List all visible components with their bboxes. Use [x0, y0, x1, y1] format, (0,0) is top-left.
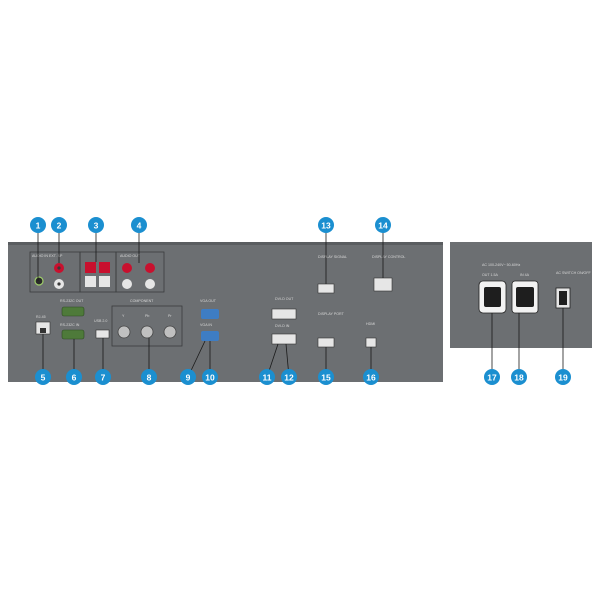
display-control-label: DISPLAY CONTROL	[372, 255, 405, 259]
callout-number-4: 4	[137, 221, 142, 231]
component-pb-label: Pb	[145, 314, 149, 318]
audio-out-white-2[interactable]	[145, 279, 155, 289]
callout-number-2: 2	[57, 221, 62, 231]
dvid-in-label: DVI-D IN	[275, 324, 290, 328]
audio-in-label: AUDIO IN	[32, 254, 48, 258]
callout-badge-12	[281, 369, 297, 385]
vga-out-label: VGA OUT	[200, 299, 217, 303]
callout-badge-10	[202, 369, 218, 385]
audio-out-white-1[interactable]	[122, 279, 132, 289]
audio-out-red-2[interactable]	[145, 263, 155, 273]
ac-in-label: IN 4A	[520, 273, 530, 277]
callout-badge-18	[511, 369, 527, 385]
callout-number-9: 9	[186, 373, 191, 383]
ac-inlet-in-socket	[516, 287, 534, 307]
component-y-label: Y	[122, 314, 125, 318]
callout-number-1: 1	[36, 221, 41, 231]
dvid-out-label: DVI-D OUT	[275, 297, 294, 301]
callout-badge-5	[35, 369, 51, 385]
callout-number-19: 19	[558, 373, 568, 383]
rs232c-in-port[interactable]	[61, 329, 85, 340]
component-frame	[111, 305, 183, 347]
dp-out-port[interactable]	[317, 283, 335, 294]
hdmi-label: HDMI	[366, 322, 375, 326]
component-pb-port[interactable]	[140, 325, 154, 339]
component-pr-port[interactable]	[163, 325, 177, 339]
rca-white-port-center	[57, 282, 61, 286]
callout-badge-9	[180, 369, 196, 385]
callout-badge-14	[375, 217, 391, 233]
callout-number-12: 12	[284, 373, 294, 383]
audio-out-frame	[115, 251, 165, 293]
speaker-terminal-red-r[interactable]	[99, 262, 110, 273]
callout-number-18: 18	[514, 373, 524, 383]
callout-number-13: 13	[321, 221, 331, 231]
rj45-label: RJ-45	[36, 315, 46, 319]
callout-badge-3	[88, 217, 104, 233]
component-pr-label: Pr	[168, 314, 172, 318]
callout-number-10: 10	[205, 373, 215, 383]
ac-rating-label: AC 100-240V~ 50-60Hz	[482, 263, 520, 267]
callout-badge-6	[66, 369, 82, 385]
ac-out-label: OUT 1.5A	[482, 273, 499, 277]
hdmi-port[interactable]	[365, 337, 377, 348]
dp-out-label: DISPLAY SIGNAL	[318, 255, 347, 259]
rs232c-out-port[interactable]	[61, 306, 85, 317]
callout-number-16: 16	[366, 373, 376, 383]
callout-number-17: 17	[487, 373, 497, 383]
rj45-port-slot	[40, 328, 46, 333]
callout-badge-7	[95, 369, 111, 385]
dp-in-port[interactable]	[317, 337, 335, 348]
dvid-in-port[interactable]	[271, 333, 297, 345]
callout-number-11: 11	[263, 373, 272, 383]
ac-outlet-out-socket	[484, 287, 501, 307]
callout-number-8: 8	[147, 373, 152, 383]
callout-number-6: 6	[72, 373, 77, 383]
callout-number-15: 15	[321, 373, 331, 383]
callout-badge-1	[30, 217, 46, 233]
ext-sp-label: EXT. SP	[49, 254, 63, 258]
display-control-port[interactable]	[373, 277, 393, 292]
callout-number-7: 7	[101, 373, 106, 383]
callout-badge-19	[555, 369, 571, 385]
component-label: COMPONENT	[130, 299, 154, 303]
rca-red-port-center	[57, 266, 61, 270]
vga-out-port[interactable]	[201, 309, 219, 319]
callout-number-3: 3	[94, 221, 99, 231]
ac-switch-label: AC SWITCH ON/OFF	[556, 271, 592, 275]
audio-out-label: AUDIO OUT	[120, 254, 141, 258]
callout-badge-8	[141, 369, 157, 385]
main-panel-edge	[8, 242, 443, 245]
callout-badge-2	[51, 217, 67, 233]
callout-badge-16	[363, 369, 379, 385]
callout-badge-4	[131, 217, 147, 233]
dvid-out-port[interactable]	[271, 308, 297, 320]
dp-in-label: DISPLAY PORT	[318, 312, 345, 316]
callout-badge-17	[484, 369, 500, 385]
audio-out-red-1[interactable]	[122, 263, 132, 273]
speaker-terminal-white-l[interactable]	[85, 276, 96, 287]
callout-badge-11	[259, 369, 275, 385]
vga-in-port[interactable]	[201, 331, 219, 341]
vga-in-label: VGA IN	[200, 323, 212, 327]
ac-switch-rocker	[559, 291, 567, 305]
rs232c-out-label: RS-232C OUT	[60, 299, 84, 303]
callout-number-14: 14	[378, 221, 388, 231]
component-y-port[interactable]	[117, 325, 131, 339]
callout-badge-15	[318, 369, 334, 385]
usb-port[interactable]	[95, 329, 110, 339]
audio-in-jack[interactable]	[34, 276, 44, 286]
usb-label: USB 2.0	[94, 319, 107, 323]
rs232c-in-label: RS-232C IN	[60, 323, 80, 327]
speaker-terminal-red-l[interactable]	[85, 262, 96, 273]
callout-badge-13	[318, 217, 334, 233]
speaker-terminal-white-r[interactable]	[99, 276, 110, 287]
callout-number-5: 5	[41, 373, 46, 383]
